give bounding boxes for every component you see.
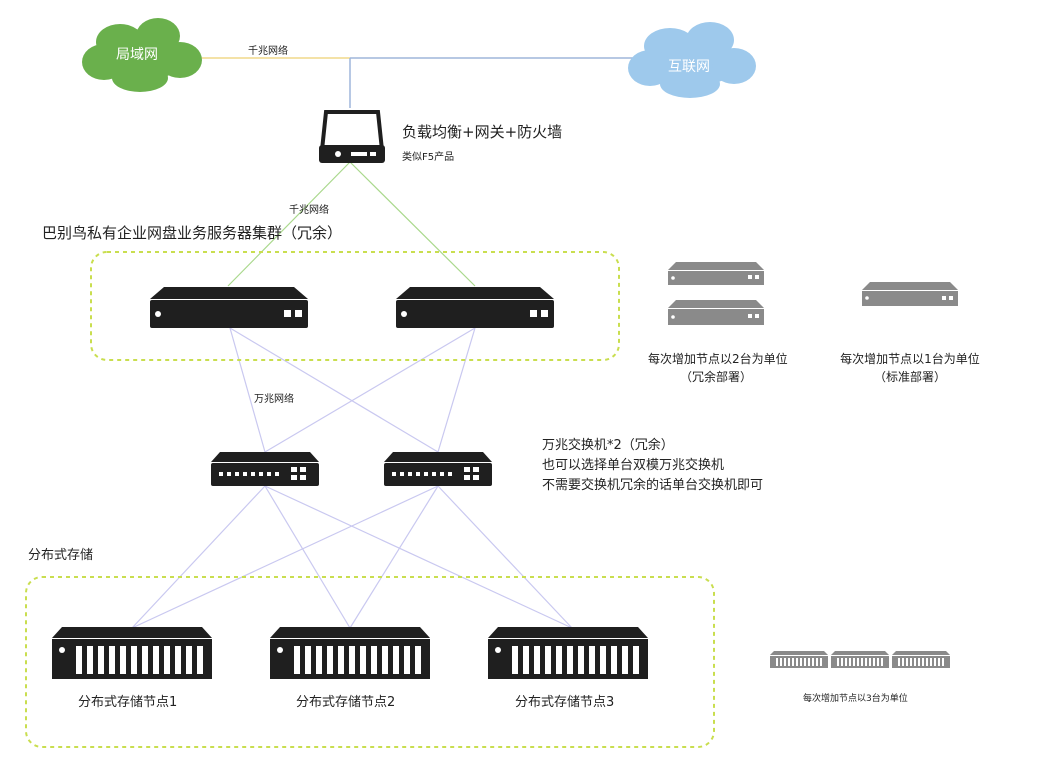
switch-right-to-storage2-link — [349, 485, 439, 629]
switch-note-line3: 不需要交换机冗余的话单台交换机即可 — [542, 478, 764, 493]
storage-node-2-label: 分布式存储节点2 — [296, 695, 396, 710]
server-right-to-switch-right-link — [437, 327, 476, 453]
redundant-note-line1: 每次增加节点以2台为单位 — [648, 352, 788, 366]
standard-note-line2: （标准部署） — [873, 370, 946, 384]
lan-cloud-icon — [82, 18, 202, 92]
storage-scale-note: 每次增加节点以3台为单位 — [803, 694, 908, 704]
switch-note-line2: 也可以选择单台双模万兆交换机 — [542, 458, 725, 473]
storage-node-2-icon — [270, 627, 430, 679]
gateway-link-label: 千兆网络 — [289, 205, 329, 216]
switch-note-line1: 万兆交换机*2（冗余） — [542, 438, 674, 453]
top-link-label: 千兆网络 — [248, 46, 288, 57]
switch-link-label: 万兆网络 — [254, 394, 294, 405]
switch-left-icon — [211, 452, 319, 486]
redundant-note: 每次增加节点以2台为单位 （冗余部署） — [648, 350, 788, 386]
switch-left-to-storage2-link — [264, 485, 351, 629]
gateway-device-icon — [319, 110, 385, 163]
switch-right-icon — [384, 452, 492, 486]
storage-scale-icon-3 — [892, 651, 950, 668]
standard-server-icon — [862, 282, 958, 306]
gateway-title: 负载均衡+网关+防火墙 — [402, 123, 563, 141]
gateway-to-server-right-link — [349, 161, 476, 287]
storage-title: 分布式存储 — [28, 548, 94, 563]
redundant-server-top-icon — [668, 262, 764, 285]
internet-cloud-label: 互联网 — [668, 59, 710, 75]
storage-node-3-label: 分布式存储节点3 — [515, 695, 615, 710]
server-right-to-switch-left-link — [264, 327, 476, 453]
internet-cloud-icon — [628, 22, 756, 98]
standard-note-line1: 每次增加节点以1台为单位 — [840, 352, 980, 366]
lan-cloud-label: 局域网 — [116, 47, 158, 63]
switch-right-to-storage1-link — [131, 485, 439, 629]
switch-right-to-storage3-link — [437, 485, 573, 629]
server-left-icon — [150, 287, 308, 328]
switch-left-to-storage3-link — [264, 485, 573, 629]
storage-scale-icon-1 — [770, 651, 828, 668]
server-left-to-switch-right-link — [229, 327, 439, 453]
storage-node-3-icon — [488, 627, 648, 679]
storage-node-1-label: 分布式存储节点1 — [78, 695, 178, 710]
standard-note: 每次增加节点以1台为单位 （标准部署） — [838, 350, 982, 386]
gateway-subtitle: 类似F5产品 — [402, 152, 455, 163]
server-right-icon — [396, 287, 554, 328]
server-cluster-box — [90, 251, 620, 361]
switch-note: 万兆交换机*2（冗余） 也可以选择单台双模万兆交换机 不需要交换机冗余的话单台交… — [542, 436, 763, 496]
gateway-to-server-left-link — [227, 161, 351, 287]
redundant-server-bottom-icon — [668, 300, 764, 325]
server-cluster-title: 巴别鸟私有企业网盘业务服务器集群（冗余） — [42, 224, 343, 242]
redundant-note-line2: （冗余部署） — [679, 370, 752, 384]
server-left-to-switch-left-link — [229, 327, 266, 453]
storage-box — [25, 576, 715, 748]
storage-scale-icon-2 — [831, 651, 889, 668]
storage-node-1-icon — [52, 627, 212, 679]
switch-left-to-storage1-link — [131, 485, 266, 629]
